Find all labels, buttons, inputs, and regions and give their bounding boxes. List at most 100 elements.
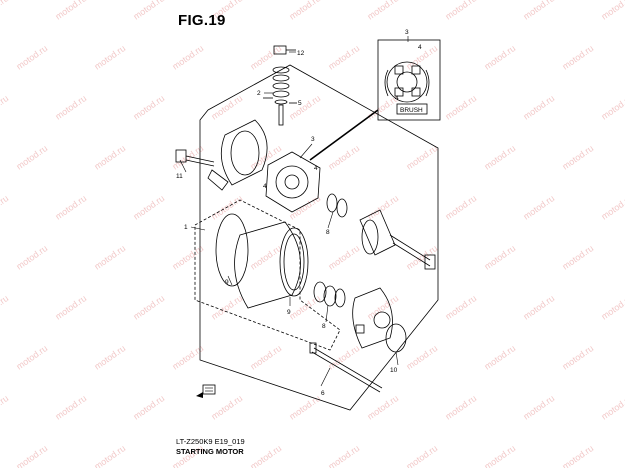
watermark-text: motod.ru xyxy=(53,293,88,322)
watermark-text: motod.ru xyxy=(0,0,10,22)
callout-10: 10 xyxy=(390,367,398,374)
washers-lower-drawing xyxy=(313,281,346,308)
watermark-text: motod.ru xyxy=(287,0,322,22)
watermark-text: motod.ru xyxy=(404,43,439,72)
watermark-text: motod.ru xyxy=(326,443,361,468)
watermark-text: motod.ru xyxy=(0,93,10,122)
watermark-text: motod.ru xyxy=(521,0,556,22)
watermark-text: motod.ru xyxy=(0,393,10,422)
callout-12: 12 xyxy=(297,50,305,57)
watermark-text: motod.ru xyxy=(92,443,127,468)
terminal-stack-drawing xyxy=(263,66,297,126)
callout-3-inset: 3 xyxy=(405,29,409,36)
callout-8-lower: 8 xyxy=(322,323,326,330)
watermark-text: motod.ru xyxy=(53,193,88,222)
watermark-text: motod.ru xyxy=(14,443,49,468)
watermark-text: motod.ru xyxy=(560,343,595,372)
front-housing-drawing xyxy=(352,287,393,349)
watermark-text: motod.ru xyxy=(53,393,88,422)
watermark-text: motod.ru xyxy=(599,193,625,222)
brush-holder-drawing xyxy=(384,61,430,103)
watermark-text: motod.ru xyxy=(365,0,400,22)
watermark-text: motod.ru xyxy=(560,43,595,72)
inset-box xyxy=(377,39,441,121)
watermark-text: motod.ru xyxy=(92,343,127,372)
arrow-left-icon xyxy=(196,384,216,398)
watermark-text: motod.ru xyxy=(287,193,322,222)
watermark-text: motod.ru xyxy=(560,143,595,172)
watermark-text: motod.ru xyxy=(0,193,10,222)
watermark-text: motod.ru xyxy=(248,343,283,372)
callout-2: 2 xyxy=(257,90,261,97)
figure-caption: STARTING MOTOR xyxy=(176,447,244,456)
watermark-text: motod.ru xyxy=(209,293,244,322)
long-bolt-drawing xyxy=(309,342,383,393)
callout-9-right: 9 xyxy=(287,309,291,316)
figure-title: FIG.19 xyxy=(178,12,226,29)
watermark-text: motod.ru xyxy=(443,93,478,122)
watermark-text: motod.ru xyxy=(560,443,595,468)
watermark-text: motod.ru xyxy=(92,43,127,72)
group-bracket xyxy=(194,199,341,351)
watermark-text: motod.ru xyxy=(92,243,127,272)
watermark-text: motod.ru xyxy=(326,43,361,72)
watermark-text: motod.ru xyxy=(131,93,166,122)
watermark-text: motod.ru xyxy=(404,143,439,172)
watermark-text: motod.ru xyxy=(443,293,478,322)
watermark-text: motod.ru xyxy=(521,393,556,422)
watermark-text: motod.ru xyxy=(482,343,517,372)
watermark-text: motod.ru xyxy=(131,393,166,422)
watermark-text: motod.ru xyxy=(599,0,625,22)
figure-code: LT-Z250K9 E19_019 xyxy=(176,437,245,446)
watermark-text: motod.ru xyxy=(404,443,439,468)
watermark-text: motod.ru xyxy=(560,243,595,272)
watermark-text: motod.ru xyxy=(482,443,517,468)
callout-9-left: 9 xyxy=(225,279,229,286)
callout-8-top: 8 xyxy=(326,229,330,236)
watermark-text: motod.ru xyxy=(443,0,478,22)
watermark-text: motod.ru xyxy=(131,193,166,222)
armature-drawing xyxy=(359,209,436,270)
watermark-text: motod.ru xyxy=(521,193,556,222)
watermark-text: motod.ru xyxy=(287,93,322,122)
watermark-text: motod.ru xyxy=(521,293,556,322)
watermark-text: motod.ru xyxy=(209,93,244,122)
watermark-text: motod.ru xyxy=(53,93,88,122)
watermark-text: motod.ru xyxy=(14,143,49,172)
watermark-text: motod.ru xyxy=(92,143,127,172)
yoke-drawing xyxy=(234,221,309,309)
watermark-text: motod.ru xyxy=(599,293,625,322)
frame-outline xyxy=(199,64,439,411)
watermark-text: motod.ru xyxy=(443,393,478,422)
watermark-text: motod.ru xyxy=(248,243,283,272)
watermark-text: motod.ru xyxy=(131,293,166,322)
brush-tag xyxy=(396,103,428,115)
callout-3: 3 xyxy=(311,136,315,143)
watermark-text: motod.ru xyxy=(287,393,322,422)
watermark-text: motod.ru xyxy=(170,43,205,72)
callout-1: 1 xyxy=(184,224,188,231)
watermark-text: motod.ru xyxy=(326,243,361,272)
watermark-text: motod.ru xyxy=(53,0,88,22)
oring-left-drawing xyxy=(215,213,249,287)
inset-leader xyxy=(309,109,379,161)
watermark-text: motod.ru xyxy=(443,193,478,222)
watermark-text: motod.ru xyxy=(365,293,400,322)
callout-4-inset-bottom: 4 xyxy=(395,95,399,102)
callout-6: 6 xyxy=(321,390,325,397)
screw-12-drawing xyxy=(273,45,296,55)
watermark-text: motod.ru xyxy=(599,93,625,122)
washers-top-drawing xyxy=(326,193,348,218)
bolt-11-drawing xyxy=(175,149,215,167)
watermark-text: motod.ru xyxy=(599,393,625,422)
watermark-text: motod.ru xyxy=(209,393,244,422)
callout-4-inset-top: 4 xyxy=(418,44,422,51)
watermark-text: motod.ru xyxy=(521,93,556,122)
callout-4: 4 xyxy=(263,183,267,190)
watermark-text: motod.ru xyxy=(14,43,49,72)
watermark-text: motod.ru xyxy=(287,293,322,322)
brush-plate-drawing xyxy=(265,151,321,213)
leader-lines xyxy=(179,36,409,387)
